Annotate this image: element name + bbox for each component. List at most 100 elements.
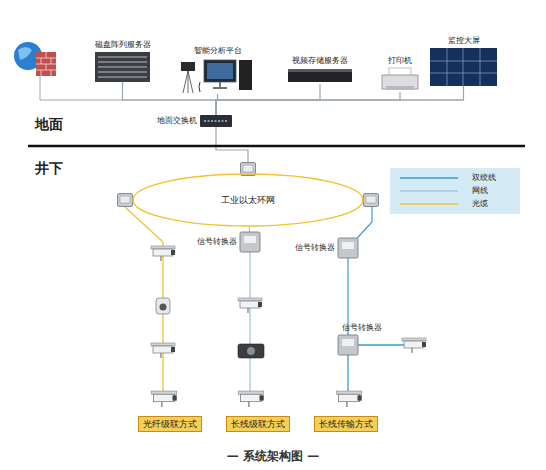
box-camera-body xyxy=(238,344,264,358)
converter-body xyxy=(240,232,260,252)
mode-box: 长线传输方式 xyxy=(314,416,378,432)
camera-body xyxy=(181,62,195,71)
converter-icon xyxy=(338,238,358,258)
legend-text: 网线 xyxy=(472,185,488,196)
node-label: 智能分析平台 xyxy=(194,46,242,56)
monitor-screen xyxy=(207,63,233,79)
node-label: 工业以太环网 xyxy=(221,195,275,205)
node-label: 监控大屏 xyxy=(448,36,480,46)
converter-panel xyxy=(342,339,354,346)
ground-switch: 地面交换机 xyxy=(200,115,232,127)
node-label: 视频存储服务器 xyxy=(292,56,348,66)
zone-label: 井下 xyxy=(35,160,63,178)
converter-icon xyxy=(338,335,358,355)
converter-panel xyxy=(244,236,256,243)
monitor-stand xyxy=(213,82,227,88)
printer-icon xyxy=(382,68,418,90)
video-wall-icon xyxy=(430,48,497,86)
legend-sample xyxy=(400,175,458,181)
converter-panel xyxy=(342,242,354,249)
video-wall-frame xyxy=(430,48,497,86)
ring-switch-icon xyxy=(118,194,133,207)
converter-body xyxy=(338,238,358,258)
node-label: 磁盘阵列服务器 xyxy=(95,40,151,50)
camera-icon xyxy=(238,391,264,407)
converter-body xyxy=(338,335,358,355)
tripod xyxy=(183,71,193,93)
twisted-pair-line xyxy=(358,344,404,345)
zone-label: 地面 xyxy=(35,116,63,134)
box-camera-lens xyxy=(247,347,256,356)
ring-network: 工业以太环网 xyxy=(133,174,363,226)
ground-bus-line xyxy=(40,100,464,101)
video-storage-icon xyxy=(288,69,352,82)
legend-box: 双绞线网线光缆 xyxy=(390,168,520,214)
signal-converter: 信号转换器 xyxy=(338,335,358,355)
disk-array-body xyxy=(95,52,150,82)
legend-row: 双绞线 xyxy=(400,171,520,184)
network-cable-line xyxy=(249,252,250,394)
printer-tray xyxy=(386,86,414,90)
server-device: 磁盘阵列服务器 xyxy=(95,52,150,82)
internet-drop-line xyxy=(40,76,41,100)
node-label: 信号转换器 xyxy=(342,323,382,333)
mode-box: 光纤级联方式 xyxy=(138,416,202,432)
camera-icon xyxy=(336,391,362,407)
microphone xyxy=(199,82,200,92)
firewall-bricks xyxy=(36,52,56,76)
camera-icon xyxy=(151,343,175,358)
disk-array-trays xyxy=(98,57,147,77)
legend-sample xyxy=(400,201,458,207)
switch-body xyxy=(200,115,232,127)
legend-line xyxy=(400,177,458,178)
legend-text: 光缆 xyxy=(472,198,488,209)
video-wall-device: 监控大屏 xyxy=(430,48,497,86)
printer-body xyxy=(382,75,418,89)
firewall-wall xyxy=(36,52,56,76)
switch-ports xyxy=(204,120,228,122)
camera-icon xyxy=(402,338,426,353)
ring-ellipse xyxy=(133,174,363,226)
dome-camera-body xyxy=(156,298,170,314)
node-label: 打印机 xyxy=(388,56,412,66)
dome-camera-icon xyxy=(156,298,170,314)
globe-land xyxy=(18,47,32,60)
cable-connector xyxy=(216,92,400,115)
legend-row: 网线 xyxy=(400,184,520,197)
figure-caption: — 系统架构图 — xyxy=(0,448,546,465)
internet-firewall-icon xyxy=(14,42,56,76)
cable-connector xyxy=(249,226,250,232)
node-label: 光纤级联方式 xyxy=(143,419,197,429)
dome-camera-lens xyxy=(160,304,167,311)
analysis-device: 智能分析平台 xyxy=(180,58,255,94)
node-label: 信号转换器 xyxy=(295,243,335,253)
legend-text: 双绞线 xyxy=(472,172,496,183)
cable-connector xyxy=(123,82,217,115)
storage-top xyxy=(288,69,352,72)
analysis-platform-icon xyxy=(181,60,252,93)
twisted-pair-line xyxy=(347,355,348,394)
ring-switch-icon xyxy=(364,194,379,207)
signal-converter: 信号转换器 xyxy=(240,232,260,252)
camera-icon xyxy=(238,298,262,313)
video-wall-grid xyxy=(430,48,497,86)
camera-icon xyxy=(151,391,177,407)
node-label: 长线传输方式 xyxy=(319,419,373,429)
spacer xyxy=(28,70,29,76)
signal-converter: 信号转换器 xyxy=(338,238,358,258)
ground-underground-divider xyxy=(28,145,525,148)
disk-array-icon xyxy=(95,52,150,82)
monitor xyxy=(204,60,236,82)
storage-device: 视频存储服务器 xyxy=(288,68,352,84)
storage-body xyxy=(288,69,352,82)
box-camera-icon xyxy=(238,344,264,358)
printer-device: 打印机 xyxy=(380,68,420,92)
mode-box: 长线级联方式 xyxy=(226,416,290,432)
converter-icon xyxy=(240,232,260,252)
camera-icon xyxy=(151,246,175,261)
node-label: 长线级联方式 xyxy=(231,419,285,429)
legend-sample xyxy=(400,188,458,194)
